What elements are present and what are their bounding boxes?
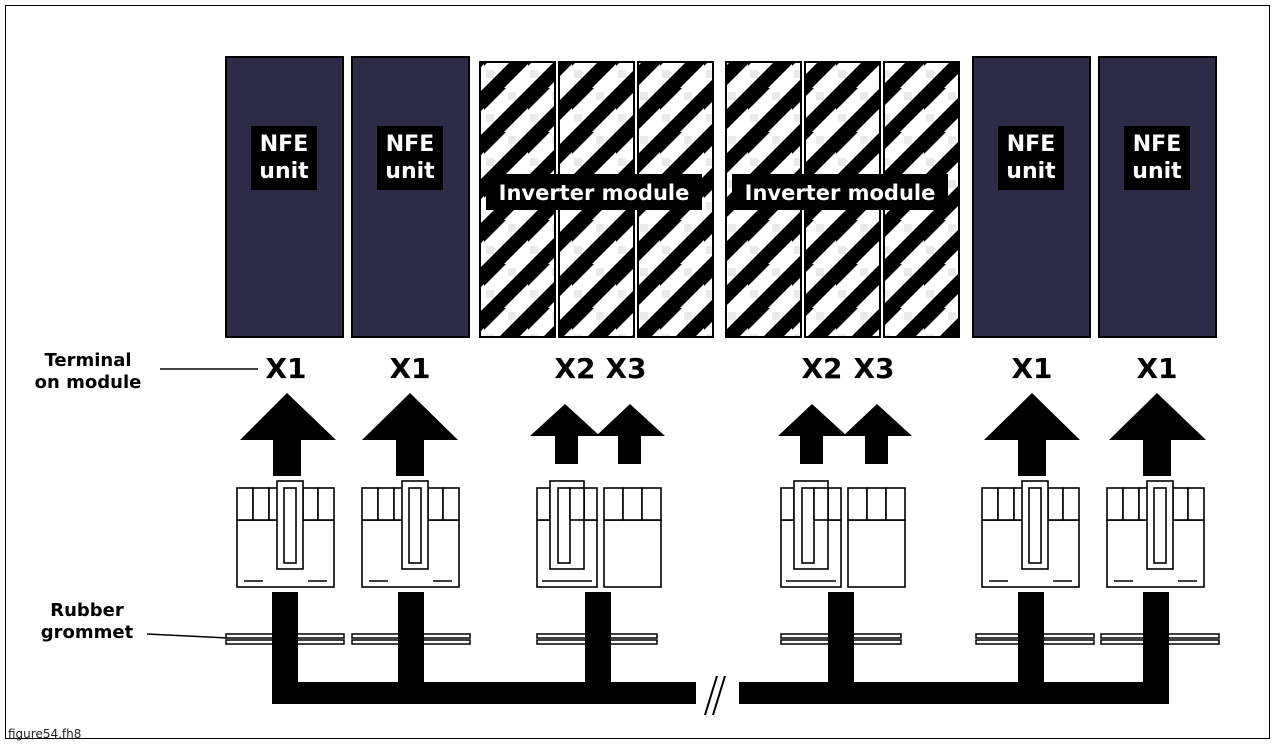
terminal-x1-b: X1 (389, 352, 430, 385)
connector-x1-b (361, 480, 460, 588)
terminal-x2-b: X2 (801, 352, 842, 385)
nfe-label-1b: unit (259, 159, 309, 184)
arrow-up-icon (778, 404, 847, 464)
figure-frame (5, 5, 1270, 739)
nfe-label-2b: unit (385, 159, 435, 184)
grommet-leader-line (146, 633, 229, 639)
arrow-up-icon (530, 404, 600, 464)
inverter-module-1: Inverter module (479, 61, 714, 338)
terminal-x3-a: X3 (605, 352, 646, 385)
rubber-grommets (225, 633, 1220, 645)
terminal-x1-d: X1 (1136, 352, 1177, 385)
arrow-up-icon (362, 393, 458, 476)
nfe-unit-2: NFE unit (351, 56, 470, 338)
connector-x1-a (236, 480, 335, 588)
cable-bus (272, 592, 1169, 704)
nfe-unit-4: NFE unit (1098, 56, 1217, 338)
nfe-label-1a: NFE (260, 132, 308, 157)
nfe-label-3a: NFE (1007, 132, 1055, 157)
terminal-x3-b: X3 (853, 352, 894, 385)
connector-x3-a (603, 487, 662, 588)
arrow-up-icon (596, 404, 665, 464)
nfe-label-2a: NFE (386, 132, 434, 157)
nfe-unit-1: NFE unit (225, 56, 344, 338)
arrow-up-icon (1109, 393, 1206, 476)
grommet-label-line2: grommet (41, 622, 134, 643)
break-mark (704, 675, 726, 716)
connector-x1-d (1106, 480, 1205, 588)
connector-x3-b (847, 487, 906, 588)
nfe-label-3b: unit (1006, 159, 1056, 184)
inverter-label-2: Inverter module (745, 181, 936, 205)
terminal-x1-c: X1 (1011, 352, 1052, 385)
arrows (240, 393, 1206, 476)
terminal-x1-a: X1 (265, 352, 306, 385)
connector-x1-c (981, 480, 1080, 588)
terminal-x2-a: X2 (554, 352, 595, 385)
nfe-label-4a: NFE (1133, 132, 1181, 157)
nfe-unit-3: NFE unit (972, 56, 1091, 338)
inverter-module-2: Inverter module (725, 61, 960, 338)
terminal-label-line2: on module (35, 372, 142, 393)
figure-caption: figure54.fh8 (8, 727, 81, 741)
inverter-label-1: Inverter module (499, 181, 690, 205)
arrow-up-icon (240, 393, 336, 476)
terminal-label-line1: Terminal (44, 350, 131, 371)
arrow-up-icon (843, 404, 912, 464)
grommet-label-line1: Rubber (50, 600, 124, 621)
nfe-label-4b: unit (1132, 159, 1182, 184)
connector-x2-b (780, 480, 842, 588)
arrow-up-icon (984, 393, 1080, 476)
connector-x2-a (536, 480, 598, 588)
